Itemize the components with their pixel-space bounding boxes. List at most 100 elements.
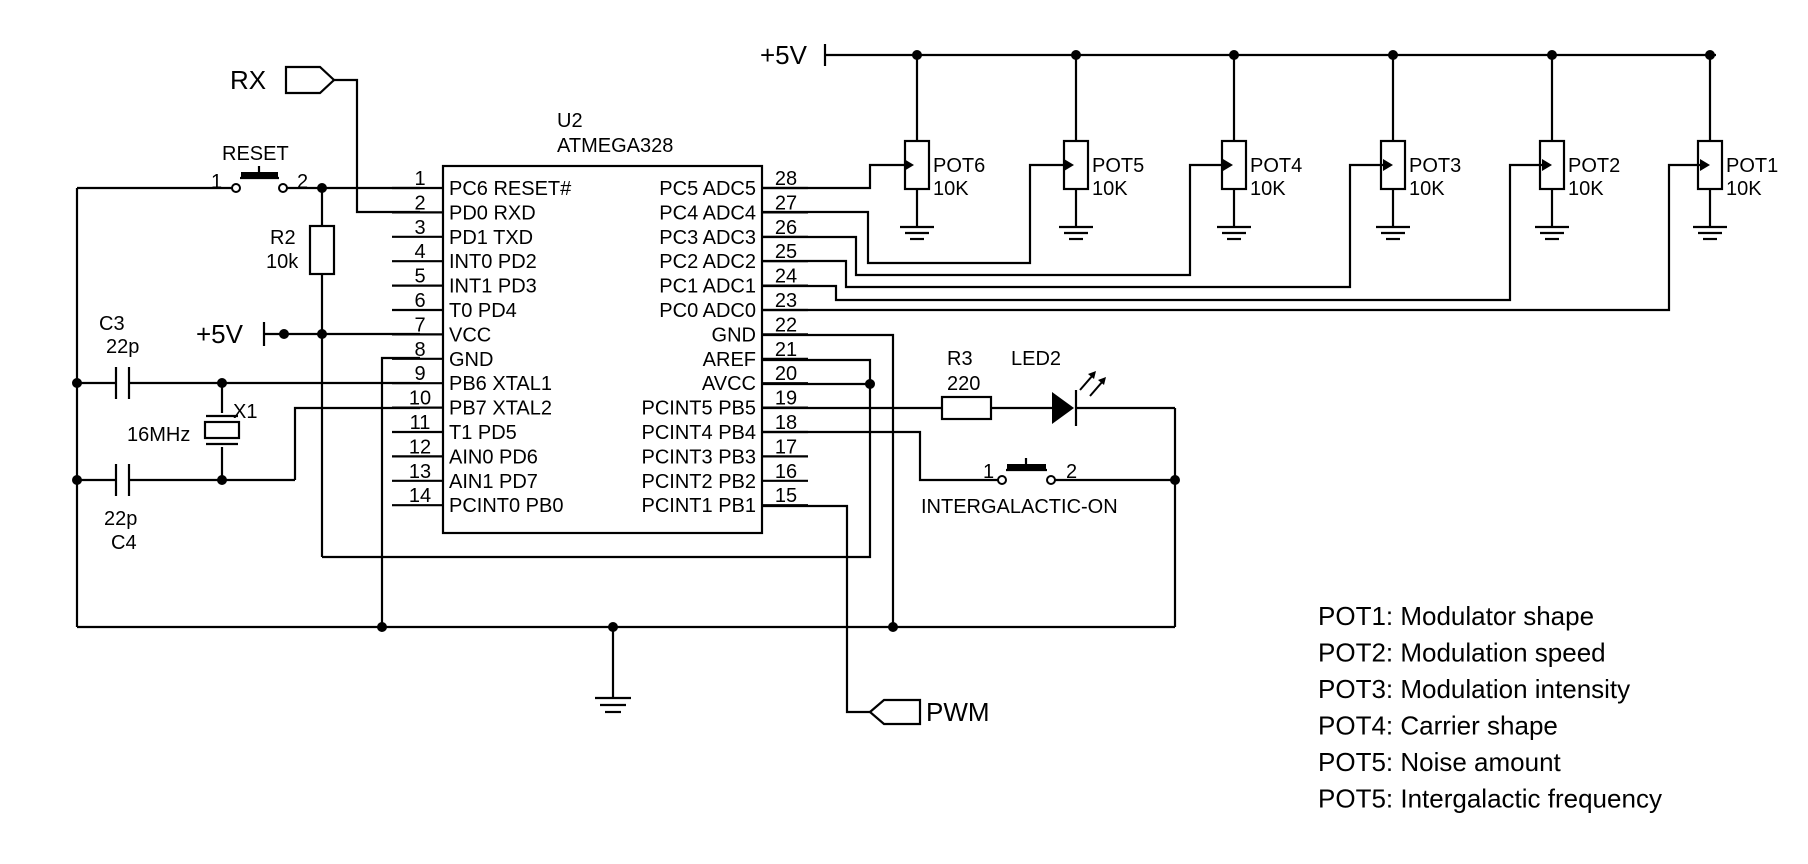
pin-number: 15 <box>775 485 797 507</box>
pot-ref: POT6 <box>933 155 985 177</box>
pin-name: INT0 PD2 <box>449 251 537 273</box>
c3-value: 22p <box>106 336 139 358</box>
pin-number: 8 <box>414 339 425 361</box>
pin-number: 10 <box>409 388 431 410</box>
r3-ref: R3 <box>947 348 973 370</box>
pin-name: PC4 ADC4 <box>659 202 756 224</box>
pin-number: 12 <box>409 436 431 458</box>
pot-value: 10K <box>1092 178 1128 200</box>
pin-name: PC6 RESET# <box>449 178 572 200</box>
pin-number: 20 <box>775 363 797 385</box>
pin-number: 6 <box>414 290 425 312</box>
pin-number: 4 <box>414 241 425 263</box>
pin-name: PCINT5 PB5 <box>642 398 756 420</box>
pin-number: 28 <box>775 168 797 190</box>
pin-number: 22 <box>775 314 797 336</box>
legend-line: POT5: Intergalactic frequency <box>1318 784 1662 814</box>
pin-number: 1 <box>414 168 425 190</box>
pin-number: 7 <box>414 314 425 336</box>
pin-number: 9 <box>414 363 425 385</box>
pin-number: 13 <box>409 461 431 483</box>
pin-number: 14 <box>409 485 431 507</box>
chip-pin-left: 5 INT1 PD3 <box>392 266 537 298</box>
pin-number: 19 <box>775 388 797 410</box>
pin-name: PB6 XTAL1 <box>449 373 552 395</box>
pin-name: PD1 TXD <box>449 227 533 249</box>
pin-number: 25 <box>775 241 797 263</box>
legend-line: POT5: Noise amount <box>1318 747 1562 777</box>
r2-value: 10k <box>266 251 299 273</box>
pin-number: 16 <box>775 461 797 483</box>
pot-ref: POT2 <box>1568 155 1620 177</box>
r3-value: 220 <box>947 373 980 395</box>
left-power: +5V <box>196 319 420 349</box>
reset-switch: RESET 1 2 <box>77 143 420 193</box>
pin-name: PB7 XTAL2 <box>449 398 552 420</box>
pin-name: PC3 ADC3 <box>659 227 756 249</box>
pin-name: VCC <box>449 324 491 346</box>
pin-name: T0 PD4 <box>449 300 517 322</box>
rx-label: RX <box>230 65 266 95</box>
ig-pin2: 2 <box>1066 461 1077 483</box>
chip-pin-right: 26 PC3 ADC3 <box>659 217 808 249</box>
pwm-label: PWM <box>926 697 990 727</box>
pin-name: AIN1 PD7 <box>449 471 538 493</box>
r2-ref: R2 <box>270 227 296 249</box>
pin-name: PC0 ADC0 <box>659 300 756 322</box>
reset-pin1: 1 <box>211 171 222 193</box>
pot-value: 10K <box>1568 178 1604 200</box>
legend-line: POT3: Modulation intensity <box>1318 674 1630 704</box>
legend-line: POT2: Modulation speed <box>1318 638 1606 668</box>
pin-name: AREF <box>703 349 756 371</box>
chip-ref: U2 <box>557 110 583 132</box>
pot-array: POT610KPOT510KPOT410KPOT310KPOT210KPOT11… <box>900 50 1778 241</box>
pin-number: 24 <box>775 266 797 288</box>
pwm-port: PWM <box>762 504 990 727</box>
pin-name: PCINT0 PB0 <box>449 495 563 517</box>
pin-name: PC5 ADC5 <box>659 178 756 200</box>
intergalactic-switch: 1 2 INTERGALACTIC-ON <box>762 430 1175 518</box>
ig-pin1: 1 <box>983 461 994 483</box>
pin-number: 11 <box>410 412 431 434</box>
chip-pin-left: 6 T0 PD4 <box>392 290 517 322</box>
crystal-circuit: C3 22p 22p C4 X1 16MHz <box>72 188 420 627</box>
pin-name: INT1 PD3 <box>449 276 537 298</box>
reset-pin2: 2 <box>297 171 308 193</box>
legend-line: POT4: Carrier shape <box>1318 711 1558 741</box>
pot-value: 10K <box>1726 178 1762 200</box>
c4-value: 22p <box>104 508 137 530</box>
top-power-rail: +5V <box>760 40 1716 70</box>
pin-number: 18 <box>775 412 797 434</box>
pot-wiper-routes <box>762 159 1710 312</box>
pot-value: 10K <box>1250 178 1286 200</box>
pin-name: PD0 RXD <box>449 202 536 224</box>
pin-name: PCINT3 PB3 <box>642 446 756 468</box>
chip-pin-left: 14 PCINT0 PB0 <box>392 485 563 517</box>
reset-label: RESET <box>222 143 289 165</box>
crystal-value: 16MHz <box>127 424 190 446</box>
c3-ref: C3 <box>99 313 125 335</box>
pin-number: 27 <box>775 192 797 214</box>
chip-pin-left: 13 AIN1 PD7 <box>392 461 538 493</box>
c4-ref: C4 <box>111 532 137 554</box>
legend-line: POT1: Modulator shape <box>1318 601 1594 631</box>
ig-label: INTERGALACTIC-ON <box>921 496 1118 518</box>
pot-value: 10K <box>933 178 969 200</box>
pin-number: 5 <box>414 266 425 288</box>
pin-number: 17 <box>775 436 797 458</box>
pin-number: 26 <box>775 217 797 239</box>
pin-number: 21 <box>775 339 797 361</box>
chip-pin-right: 17 PCINT3 PB3 <box>642 436 808 468</box>
pin-name: PCINT1 PB1 <box>642 495 756 517</box>
